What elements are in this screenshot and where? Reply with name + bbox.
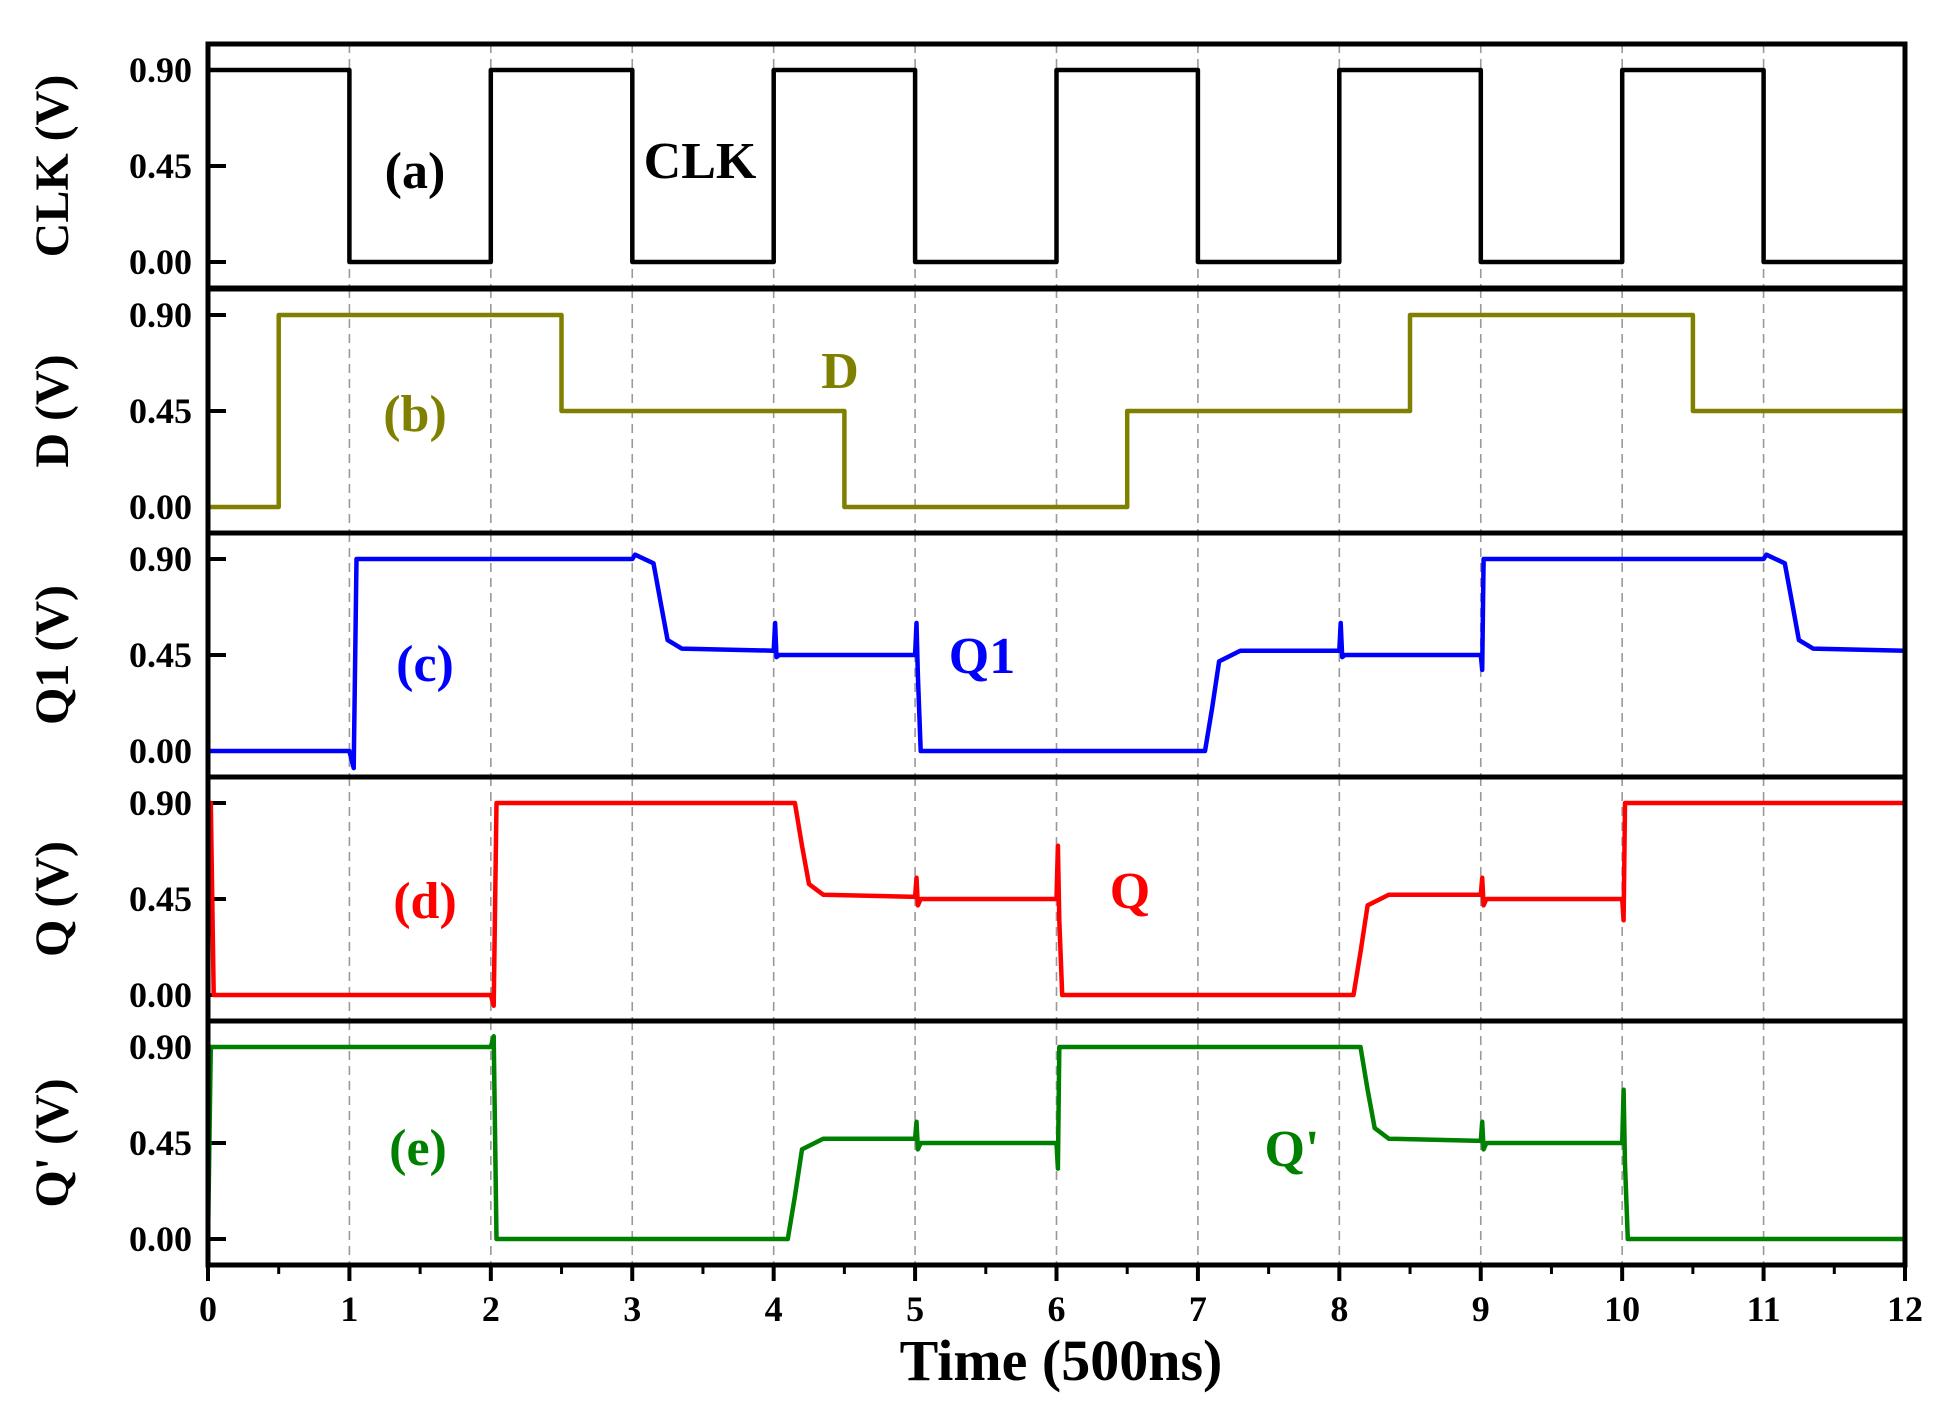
y-tick-label: 0.90 — [129, 539, 192, 579]
y-tick-label: 0.90 — [129, 50, 192, 90]
x-tick-label: 12 — [1887, 1289, 1923, 1329]
y-tick-label: 0.00 — [129, 242, 192, 282]
y-axis-title: CLK (V) — [26, 75, 79, 258]
panel-label: (d) — [393, 873, 457, 930]
panel-label: (a) — [385, 143, 446, 200]
y-tick-label: 0.45 — [129, 635, 192, 675]
y-tick-label: 0.90 — [129, 783, 192, 823]
series-line-d — [208, 800, 1905, 1008]
series-line-c — [208, 552, 1906, 771]
x-tick-label: 4 — [765, 1289, 783, 1329]
y-tick-label: 0.00 — [129, 1219, 192, 1259]
x-tick-label: 8 — [1330, 1289, 1348, 1329]
series-line-a — [208, 67, 1905, 265]
y-tick-label: 0.00 — [129, 731, 192, 771]
y-axis-title: Q (V) — [26, 841, 79, 957]
x-tick-label: 3 — [623, 1289, 641, 1329]
y-tick-label: 0.90 — [129, 1027, 192, 1067]
x-tick-label: 6 — [1048, 1289, 1066, 1329]
x-tick-label: 7 — [1189, 1289, 1207, 1329]
x-tick-label: 9 — [1472, 1289, 1490, 1329]
panel-e: 0.00 0.45 0.90 Q' (V) (e) Q' — [26, 1018, 1908, 1268]
panel-d: 0.00 0.45 0.90 Q (V) (d) Q — [26, 774, 1908, 1024]
x-tick-label: 10 — [1604, 1289, 1640, 1329]
trace-label: D — [821, 343, 859, 400]
panel-label: (b) — [383, 386, 447, 443]
x-tick-label: 2 — [482, 1289, 500, 1329]
series-line-b — [208, 312, 1905, 510]
panel-label: (c) — [396, 636, 454, 693]
y-tick-label: 0.45 — [129, 391, 192, 431]
y-axis-title: Q1 (V) — [26, 585, 79, 725]
trace-label: Q1 — [949, 628, 1015, 685]
x-axis-title: Time (500ns) — [900, 1328, 1223, 1393]
trace-label: CLK — [644, 133, 757, 190]
y-tick-label: 0.45 — [129, 879, 192, 919]
y-tick-label: 0.45 — [129, 146, 192, 186]
y-tick-label: 0.00 — [129, 487, 192, 527]
y-tick-label: 0.90 — [129, 295, 192, 335]
x-tick-label: 11 — [1747, 1289, 1781, 1329]
series-line-e — [205, 1034, 1905, 1242]
y-axis-title: D (V) — [26, 354, 79, 467]
trace-label: Q' — [1265, 1121, 1320, 1178]
x-tick-label: 0 — [199, 1289, 217, 1329]
y-axis-title: Q' (V) — [26, 1078, 79, 1207]
y-tick-label: 0.45 — [129, 1123, 192, 1163]
panel-c: 0.00 0.45 0.90 Q1 (V) (c) Q1 — [26, 530, 1908, 780]
x-tick-label: 1 — [340, 1289, 358, 1329]
trace-label: Q — [1110, 863, 1150, 920]
y-tick-label: 0.00 — [129, 975, 192, 1015]
panel-label: (e) — [389, 1120, 447, 1177]
panel-b: 0.00 0.45 0.90 D (V) (b) D — [26, 286, 1908, 536]
x-tick-label: 5 — [906, 1289, 924, 1329]
